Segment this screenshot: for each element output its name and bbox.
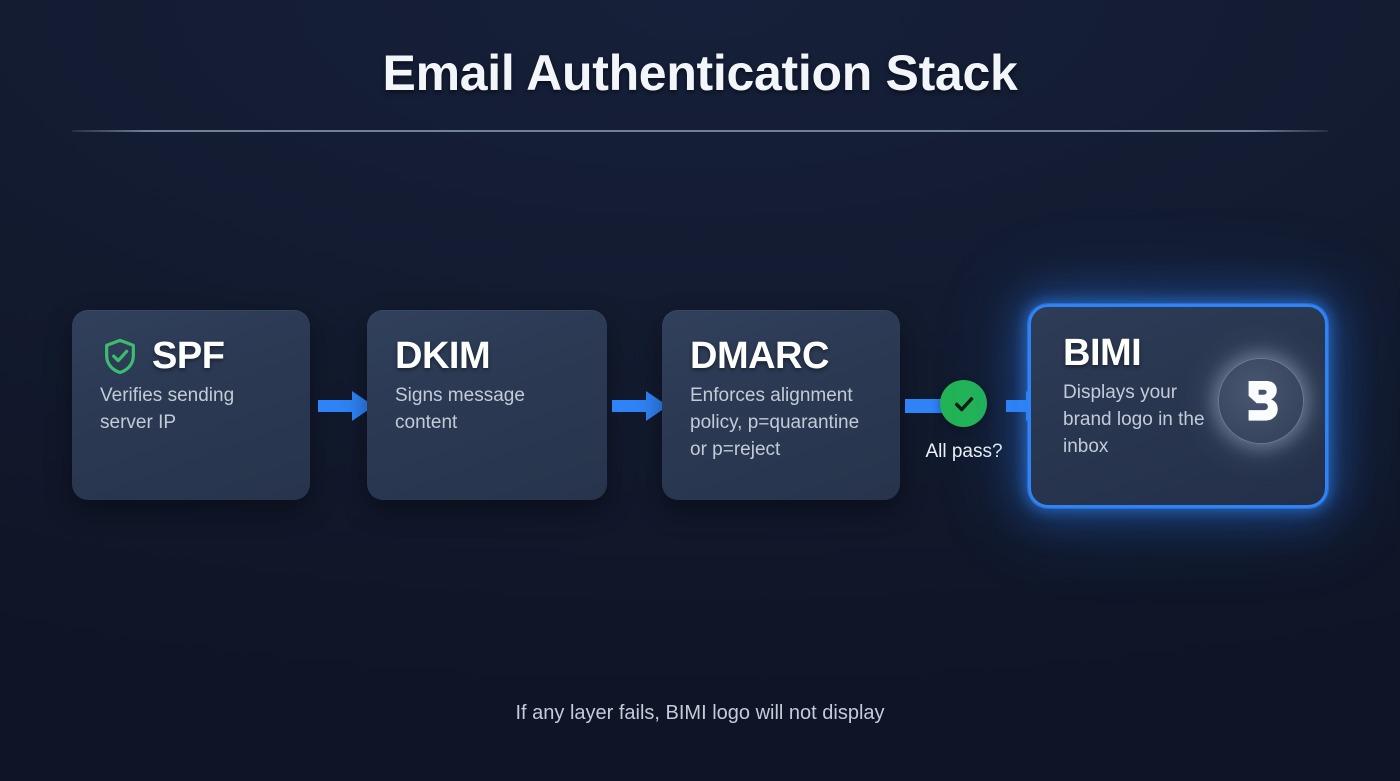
arrow-dkim-to-dmarc xyxy=(612,389,668,423)
footer-note: If any layer fails, BIMI logo will not d… xyxy=(515,702,885,724)
title-divider xyxy=(72,130,1328,132)
flow-card-bimi-header: BIMI xyxy=(1063,332,1301,374)
flow-card-spf[interactable]: SPF Verifies sending server IP xyxy=(72,310,310,500)
arrow-gate-to-bimi xyxy=(1006,389,1048,423)
flow-card-spf-title: SPF xyxy=(152,335,225,377)
flow-card-bimi-description: Displays your brand logo in the inbox xyxy=(1063,382,1205,458)
flow-card-spf-header: SPF xyxy=(100,336,284,376)
shield-check-icon xyxy=(100,336,140,376)
flow-card-dkim-header: DKIM xyxy=(395,335,581,377)
flow-card-dkim-title: DKIM xyxy=(395,335,491,377)
flow-card-dmarc[interactable]: DMARC Enforces alignment policy, p=quara… xyxy=(662,310,900,500)
gate-connector-line xyxy=(905,399,947,413)
page-title: Email Authentication Stack xyxy=(382,45,1018,101)
flow-card-dmarc-title: DMARC xyxy=(690,335,829,377)
flow-card-spf-description: Verifies sending server IP xyxy=(100,385,235,434)
flow-card-dmarc-header: DMARC xyxy=(690,335,874,377)
bimi-brand-logo-icon xyxy=(1219,359,1303,443)
flow-card-dkim-description: Signs message content xyxy=(395,385,525,434)
gate-label: All pass? xyxy=(925,441,1003,462)
flow-card-bimi[interactable]: BIMI Displays your brand logo in the inb… xyxy=(1028,304,1328,508)
flow-card-dkim[interactable]: DKIM Signs message content xyxy=(367,310,607,500)
auth-flow-row: SPF Verifies sending server IP DKIM Sign… xyxy=(0,296,1400,526)
flow-card-bimi-title: BIMI xyxy=(1063,332,1142,374)
flow-card-dmarc-description: Enforces alignment policy, p=quarantine … xyxy=(690,385,860,461)
check-circle-icon xyxy=(940,380,987,427)
arrow-spf-to-dkim xyxy=(318,389,374,423)
